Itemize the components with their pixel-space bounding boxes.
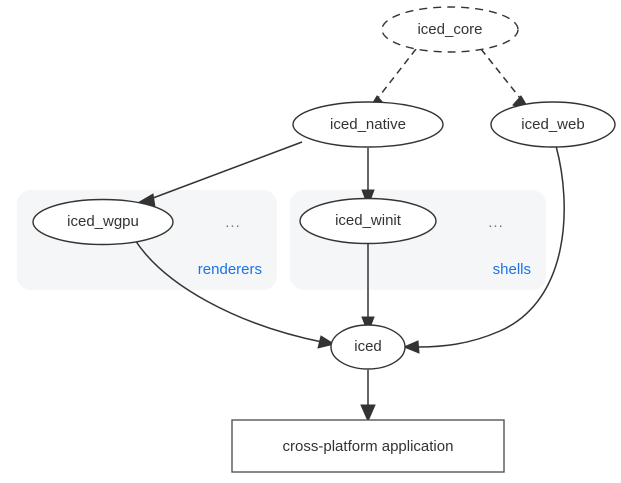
edge-iced-to-application [360,370,376,423]
node-iced-winit-shape [299,197,437,245]
node-iced-label: iced [354,338,382,355]
node-iced-winit[interactable]: iced_winit [299,197,437,245]
node-iced-shape [330,324,406,370]
node-cross-platform-application[interactable]: cross-platform application [231,419,505,473]
cluster-shells-ellipsis: ... [488,214,504,231]
node-iced-wgpu[interactable]: iced_wgpu [32,198,174,246]
cluster-renderers-ellipsis: ... [225,214,241,231]
node-iced-winit-label: iced_winit [335,212,402,229]
cluster-renderers-label: renderers [198,261,262,278]
node-iced-native[interactable]: iced_native [292,101,444,148]
node-iced-native-label: iced_native [330,116,406,133]
node-iced[interactable]: iced [330,324,406,370]
node-iced-web-label: iced_web [521,116,584,133]
edge-iced-wgpu-to-iced [134,239,336,349]
node-application-shape [231,419,505,473]
node-iced-native-shape [292,101,444,148]
node-iced-core[interactable]: iced_core [381,6,519,53]
node-iced-wgpu-shape [32,198,174,246]
node-iced-core-label: iced_core [417,21,482,38]
edge-iced-core-to-iced-web [480,48,532,112]
node-application-label: cross-platform application [283,438,454,455]
cluster-shells-label: shells [493,261,531,278]
node-iced-wgpu-label: iced_wgpu [67,213,139,230]
node-iced-web[interactable]: iced_web [490,101,616,148]
edge-iced-web-to-iced [402,145,565,354]
node-iced-core-shape [381,6,519,53]
node-iced-web-shape [490,101,616,148]
